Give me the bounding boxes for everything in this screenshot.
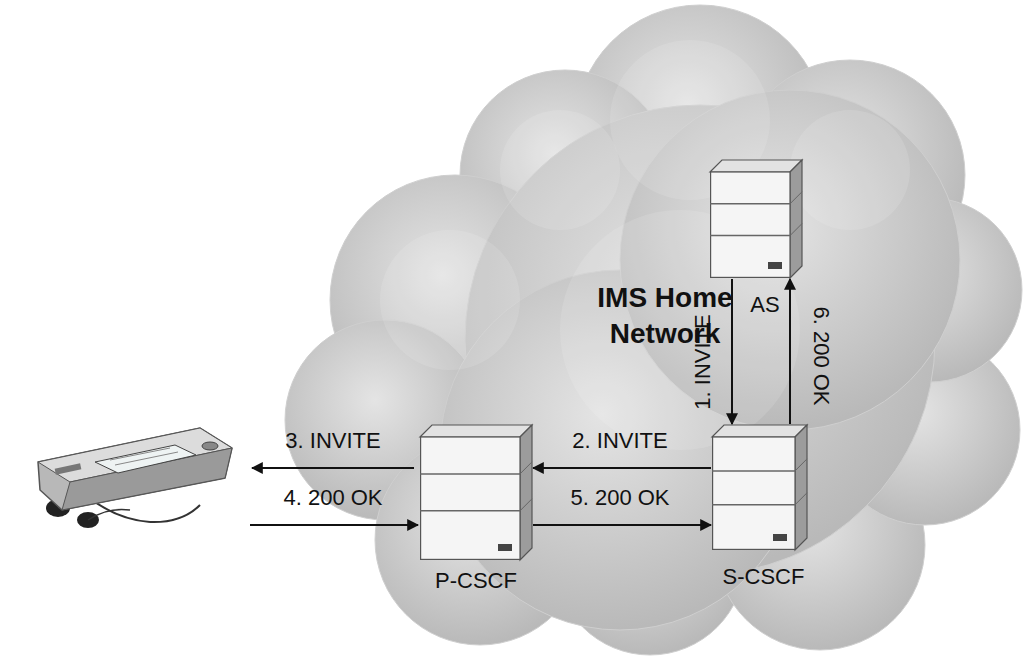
- message-label: 4. 200 OK: [283, 485, 382, 511]
- server-name: S-CSCF: [686, 564, 841, 590]
- server-node: AS: [710, 160, 802, 278]
- network-title: IMS Home Network: [585, 280, 745, 353]
- message-label: 3. INVITE: [285, 428, 380, 454]
- pda-device: [38, 428, 232, 528]
- server-node: P-CSCF: [420, 425, 532, 560]
- message-arrow: [533, 467, 711, 469]
- phone-arrow: [250, 524, 418, 526]
- server-icon: [710, 160, 802, 278]
- message-arrow: [789, 279, 791, 424]
- network-cloud: IMS Home NetworkAS P-CSCF S-CSCF: [260, 0, 1024, 660]
- server-icon: [712, 425, 807, 550]
- server-node: S-CSCF: [712, 425, 807, 550]
- message-label: 1. INVITE: [690, 314, 716, 409]
- message-label: 6. 200 OK: [808, 306, 834, 405]
- server-icon: [420, 425, 532, 560]
- message-arrow: [533, 524, 711, 526]
- phone-arrow: [252, 467, 414, 469]
- server-name: P-CSCF: [390, 568, 562, 594]
- message-label: 2. INVITE: [572, 428, 667, 454]
- message-label: 5. 200 OK: [570, 485, 669, 511]
